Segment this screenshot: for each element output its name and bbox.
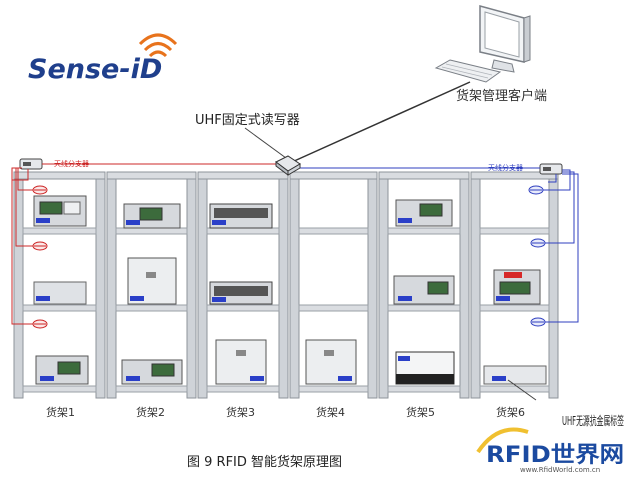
left-antenna-cable (11, 163, 282, 325)
server-unit (35, 355, 89, 385)
rfid-reader-icon (275, 155, 301, 176)
watermark-url: www.RfidWorld.com.cn (520, 466, 600, 474)
desktop-computer-icon (434, 5, 531, 83)
server-unit (493, 269, 541, 305)
antennas-left (32, 185, 48, 329)
antenna-icon (32, 241, 48, 251)
storage-box (33, 281, 87, 305)
shelf-4 (289, 171, 378, 399)
shelf-6 (470, 171, 559, 399)
tag-label: UHF无源抗金属标签 (562, 413, 624, 428)
shelf-1 (13, 171, 106, 399)
antenna-icon (32, 185, 48, 195)
logo-text: Sense-iD (28, 54, 162, 85)
shelf-label-3: 货架3 (226, 405, 255, 419)
storage-box (305, 339, 357, 385)
right-antenna-cable (296, 167, 579, 323)
sense-id-logo: Sense-iD (28, 33, 178, 85)
antenna-icon (32, 319, 48, 329)
shelf-labels: 货架1 货架2 货架3 货架4 货架5 货架6 (46, 405, 525, 419)
server-unit (395, 199, 453, 227)
storage-box (215, 339, 267, 385)
shelf-label-5: 货架5 (406, 405, 435, 419)
figure-caption: 图 9 RFID 智能货架原理图 (187, 454, 342, 470)
wave-swoosh-icon (476, 427, 529, 454)
antenna-icon (530, 238, 546, 248)
shelf-label-4: 货架4 (316, 405, 345, 419)
shelf-label-6: 货架6 (496, 405, 525, 419)
shelf-3 (197, 171, 289, 399)
server-unit (393, 275, 455, 305)
blade-server (209, 203, 273, 229)
watermark-text: RFID世界网 (486, 443, 624, 468)
equipment (33, 195, 547, 385)
reader-label-leader (244, 127, 287, 159)
rfidworld-watermark: RFID世界网 www.RfidWorld.com.cn (476, 427, 624, 474)
reader-label: UHF固定式读写器 (195, 113, 300, 128)
tag-leader (507, 379, 537, 401)
server-unit (121, 359, 183, 385)
shelf-label-2: 货架2 (136, 405, 165, 419)
antenna-icon (528, 185, 544, 195)
server-unit (123, 203, 181, 229)
black-server (395, 351, 455, 385)
wifi-waves-icon (138, 33, 178, 58)
blade-server (209, 281, 273, 305)
network-cable (291, 81, 471, 163)
shelf-2 (106, 171, 197, 399)
storage-box (127, 257, 177, 305)
storage-box (483, 365, 547, 385)
client-label: 货架管理客户端 (456, 88, 547, 104)
shelf-5 (378, 171, 470, 399)
splitter-left (19, 158, 43, 170)
antennas-right (528, 185, 546, 327)
server-unit (33, 195, 87, 227)
antenna-icon (530, 317, 546, 327)
splitter-right (539, 163, 563, 175)
shelf-label-1: 货架1 (46, 405, 75, 419)
shelf-row (13, 171, 559, 399)
